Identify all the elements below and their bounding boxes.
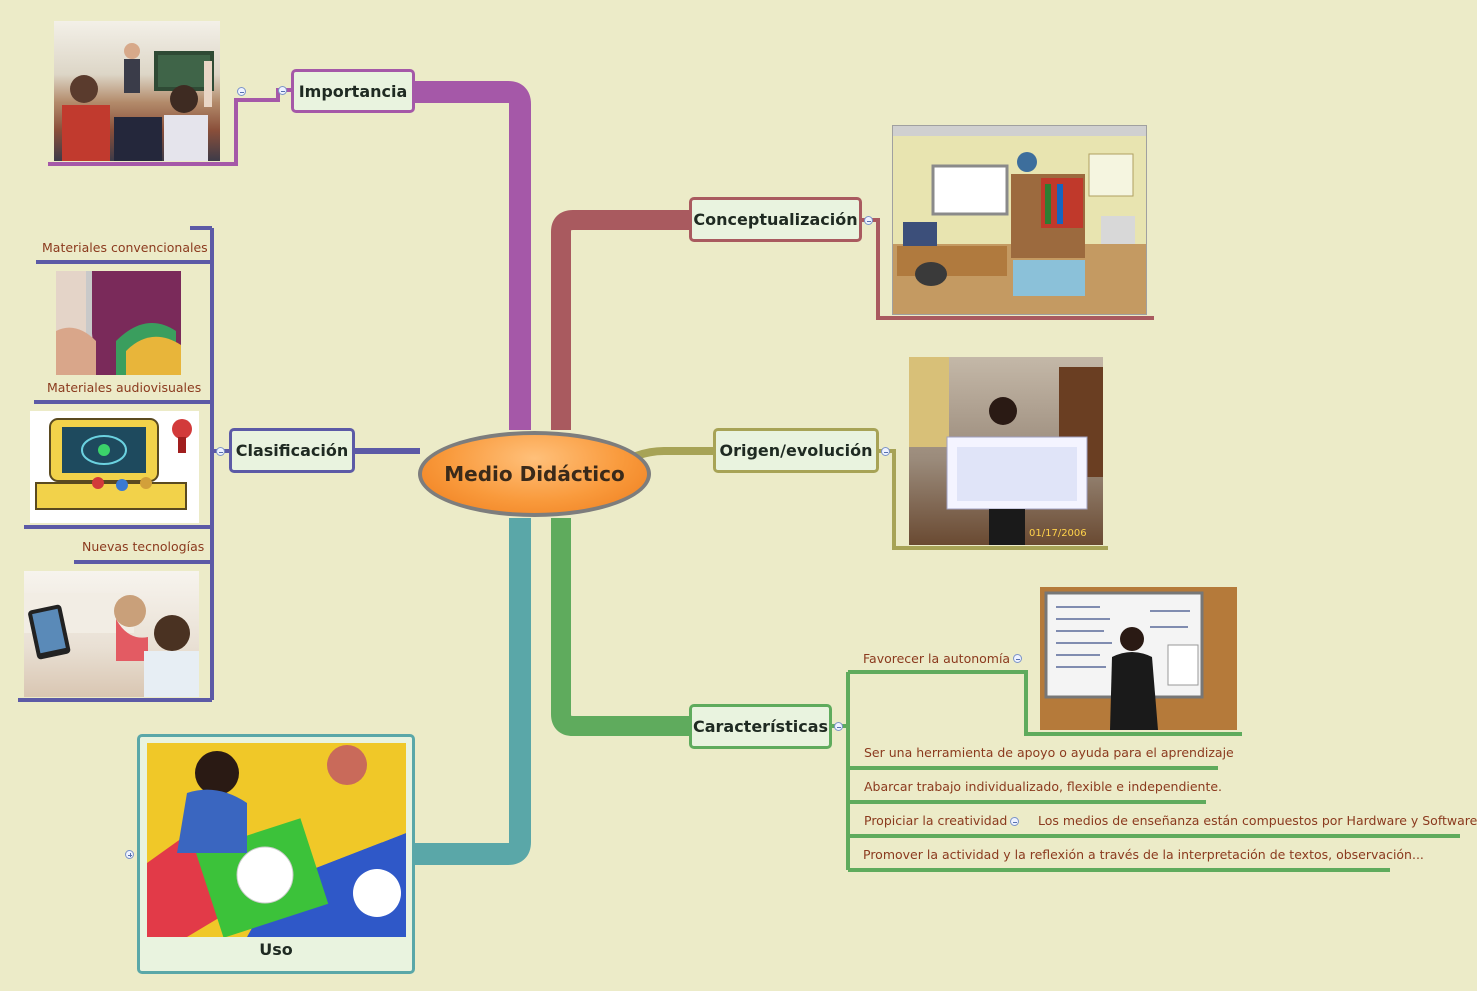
topic-origen[interactable]: Origen/evolución xyxy=(713,428,879,473)
audiovisual-cartoon xyxy=(30,411,199,523)
topic-uso-label: Uso xyxy=(259,940,293,959)
conceptualizacion-trunk xyxy=(551,210,690,430)
audiovisual-illustration xyxy=(35,418,192,510)
caracteristica-herramienta[interactable]: Ser una herramienta de apoyo o ayuda par… xyxy=(864,745,1234,760)
topic-clasificacion[interactable]: Clasificación xyxy=(229,428,355,473)
children-activity-illustration xyxy=(147,745,406,937)
caracteristicas-trunk xyxy=(551,518,690,736)
tablet-family-photo xyxy=(24,571,199,697)
whiteboard-teacher-illustration xyxy=(1044,591,1204,730)
clasificacion-item-tecnologias[interactable]: Nuevas tecnologías xyxy=(82,539,205,554)
collapse-importancia-icon[interactable] xyxy=(278,86,287,95)
topic-conceptualizacion[interactable]: Conceptualización xyxy=(689,197,862,242)
whiteboard-teacher-photo xyxy=(1040,587,1237,730)
collapse-importancia-image-icon[interactable] xyxy=(237,87,246,96)
clasificacion-item-convencionales[interactable]: Materiales convencionales xyxy=(42,240,208,255)
photo-date-stamp: 01/17/2006 xyxy=(1029,528,1087,539)
virtual-classroom-illustration xyxy=(893,126,1146,314)
children-activity-photo xyxy=(147,743,406,937)
collapse-creatividad-icon[interactable] xyxy=(1010,817,1019,826)
topic-caracteristicas[interactable]: Características xyxy=(689,704,832,749)
importancia-trunk xyxy=(414,81,531,430)
central-topic-label: Medio Didáctico xyxy=(444,462,625,486)
caracteristica-actividad[interactable]: Promover la actividad y la reflexión a t… xyxy=(863,847,1424,862)
topic-origen-label: Origen/evolución xyxy=(719,441,873,460)
collapse-origen-icon[interactable] xyxy=(881,447,890,456)
classroom-illustration xyxy=(62,43,214,161)
classroom-photo xyxy=(54,21,220,161)
creatividad-detail[interactable]: Los medios de enseñanza están compuestos… xyxy=(1038,813,1477,828)
collapse-conceptualizacion-icon[interactable] xyxy=(864,216,873,225)
collapse-clasificacion-icon[interactable] xyxy=(216,447,225,456)
guide-book-illustration xyxy=(56,271,181,375)
virtual-classroom-screenshot xyxy=(892,125,1147,315)
clasificacion-item-audiovisuales[interactable]: Materiales audiovisuales xyxy=(47,380,202,395)
topic-clasificacion-label: Clasificación xyxy=(235,441,349,460)
expand-uso-icon[interactable] xyxy=(125,850,134,859)
uso-trunk xyxy=(414,518,531,865)
collapse-autonomia-icon[interactable] xyxy=(1013,654,1022,663)
caracteristicas-bracket xyxy=(832,672,850,870)
guide-book-photo xyxy=(56,271,181,375)
collapse-caracteristicas-icon[interactable] xyxy=(834,722,843,731)
caracteristica-creatividad[interactable]: Propiciar la creatividad xyxy=(864,813,1008,828)
topic-importancia[interactable]: Importancia xyxy=(291,69,415,113)
teacher-poster-illustration: 01/17/2006 xyxy=(909,357,1103,545)
topic-caracteristicas-label: Características xyxy=(692,717,829,736)
clasificacion-underlines xyxy=(18,260,212,702)
caracteristica-autonomia[interactable]: Favorecer la autonomía xyxy=(863,651,1011,666)
topic-conceptualizacion-label: Conceptualización xyxy=(693,210,858,229)
tablet-family-illustration xyxy=(24,593,199,697)
caracteristica-trabajo[interactable]: Abarcar trabajo individualizado, flexibl… xyxy=(864,779,1223,794)
teacher-poster-photo: 01/17/2006 xyxy=(909,357,1103,545)
topic-importancia-label: Importancia xyxy=(298,81,408,101)
origen-trunk xyxy=(634,447,714,460)
caracteristicas-underlines xyxy=(848,670,1460,872)
central-topic[interactable]: Medio Didáctico xyxy=(418,431,651,517)
